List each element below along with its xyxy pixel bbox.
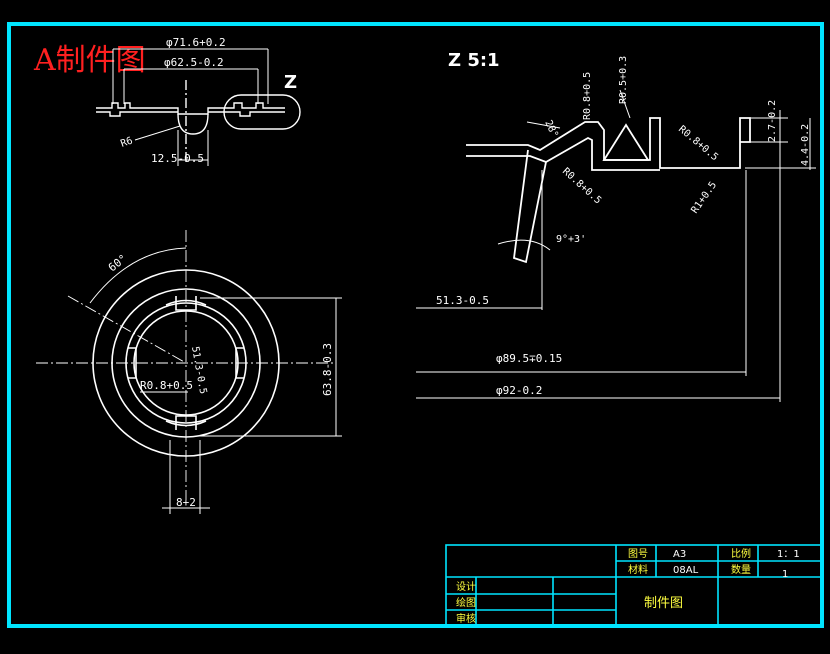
- section-view: [96, 80, 301, 165]
- dim-60deg: 60°: [106, 252, 130, 274]
- sheet-border: [7, 22, 824, 628]
- tb-name: 制件图: [644, 596, 683, 611]
- plan-centerlines: [36, 230, 336, 500]
- dim-detail-28deg: 28°: [542, 119, 560, 140]
- section-dimensions: [112, 48, 269, 166]
- dim-d62: φ62.5-0.2: [164, 56, 224, 69]
- tb-draw-label: 绘图: [456, 596, 476, 609]
- dim-plan-8: 8+2: [176, 496, 196, 509]
- tb-material-label: 材料: [628, 563, 648, 576]
- dim-detail-r08c: R0.8+0.5: [560, 166, 603, 206]
- dim-detail-r05: R0.5+0.3: [618, 56, 629, 104]
- dim-detail-44: 4.4-0.2: [800, 124, 811, 166]
- tb-scale-label: 比例: [731, 547, 751, 560]
- dim-detail-r08b: R0.8+0.5: [676, 124, 720, 163]
- tb-material: 08AL: [673, 565, 699, 576]
- tb-qty-label: 数量: [731, 563, 751, 576]
- detail-scale-label: Z 5:1: [448, 50, 500, 71]
- dim-detail-9deg: 9°+3': [556, 234, 586, 245]
- dim-detail-r1: R1+0.5: [689, 180, 719, 216]
- dim-plan-r08: R0.8+0.5: [140, 379, 193, 392]
- dim-detail-d895: φ89.5∓0.15: [496, 352, 562, 365]
- dim-d71: φ71.6+0.2: [166, 36, 226, 49]
- tb-qty: 1: [782, 569, 788, 580]
- dim-detail-d92: φ92-0.2: [496, 384, 542, 397]
- dim-detail-27: 2.7-0.2: [767, 100, 778, 142]
- tb-check-label: 审核: [456, 612, 476, 625]
- dim-r6: R6: [119, 135, 134, 149]
- dim-detail-513: 51.3-0.5: [436, 294, 489, 307]
- detail-label-z: Z: [284, 72, 297, 93]
- plan-dimensions: [89, 247, 342, 514]
- tb-design-label: 设计: [456, 580, 476, 593]
- tb-scale: 1：1: [777, 549, 800, 560]
- tb-drawing-no-label: 图号: [628, 548, 648, 560]
- dim-12-5: 12.5-0.5: [151, 152, 204, 165]
- detail-dimensions: [416, 89, 816, 402]
- drawing-title: A制件图: [33, 43, 146, 78]
- tb-drawing-no: A3: [673, 549, 686, 560]
- title-block: [445, 544, 823, 627]
- dim-detail-r08a: R0.8+0.5: [582, 72, 593, 120]
- dim-plan-638: 63.8-0.3: [321, 343, 334, 396]
